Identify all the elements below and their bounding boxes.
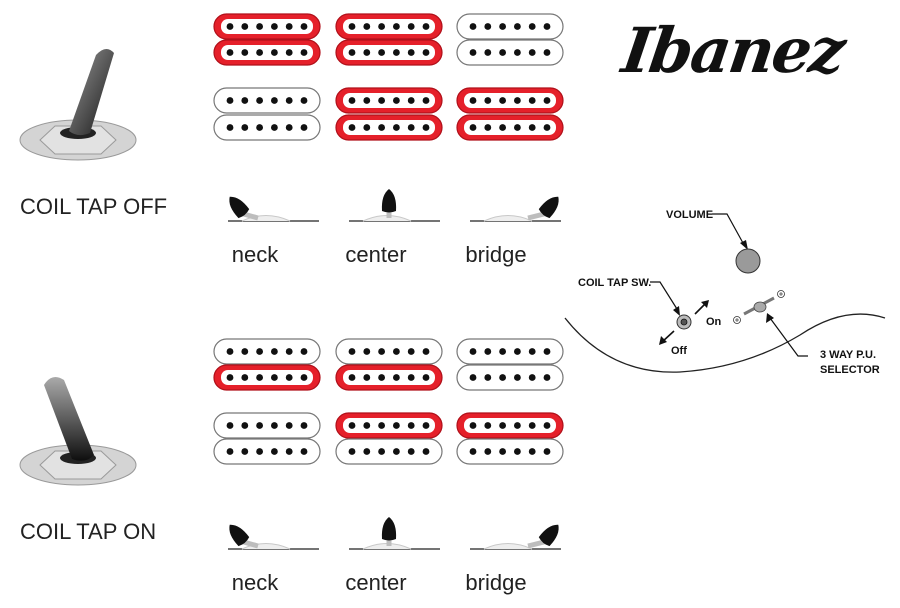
selector-label-neck: neck [232, 570, 279, 595]
pickup-coil [335, 13, 443, 40]
selector-center: center [345, 517, 440, 595]
selector-neck: neck [228, 524, 319, 595]
selector-label-neck: neck [232, 242, 279, 267]
coil-tap-sw-callout: COIL TAP SW. [578, 277, 651, 289]
state-label-off: COIL TAP OFF [20, 194, 167, 219]
pickup-coil [456, 412, 564, 439]
selector-row-on: neck center bridge [228, 517, 561, 595]
pickup-coil [456, 39, 564, 66]
pickup-selector-switch [753, 301, 767, 313]
selector-callout-line1: 3 WAY P.U. [820, 349, 876, 361]
selector-callout-line2: SELECTOR [820, 364, 880, 376]
pickup-coil [335, 338, 443, 365]
pickup-coil [213, 13, 321, 40]
pickup-coil [456, 13, 564, 40]
pickup-grid-off [213, 13, 564, 141]
selector-label-center: center [345, 242, 406, 267]
on-label: On [706, 316, 722, 328]
pickup-coil [213, 114, 321, 141]
state-label-on: COIL TAP ON [20, 519, 156, 544]
pickup-grid-on [213, 338, 564, 465]
selector-center: center [345, 189, 440, 267]
selector-bridge: bridge [465, 196, 561, 267]
pickup-coil [335, 412, 443, 439]
pickup-coil [335, 364, 443, 391]
pickup-coil [213, 438, 321, 465]
pickup-coil [213, 39, 321, 66]
pickup-coil [456, 338, 564, 365]
pickup-coil [456, 114, 564, 141]
pickup-coil [213, 87, 321, 114]
pickup-coil [335, 114, 443, 141]
toggle-switch-on [19, 376, 137, 486]
pickup-coil [213, 338, 321, 365]
off-label: Off [671, 345, 687, 357]
pickup-coil [335, 438, 443, 465]
pickup-coil [335, 87, 443, 114]
volume-knob [735, 248, 761, 274]
body-edge-line [564, 313, 886, 373]
selector-neck: neck [228, 196, 319, 267]
pickup-coil [456, 438, 564, 465]
selector-row-off: neck center bridge [228, 189, 561, 267]
pickup-coil [456, 87, 564, 114]
control-layout: VOLUME COIL TAP SW. On Off 3 WAY P.U. SE… [564, 209, 886, 376]
pickup-coil [213, 364, 321, 391]
selector-bridge: bridge [465, 524, 561, 595]
volume-callout: VOLUME [666, 209, 713, 221]
selector-label-bridge: bridge [465, 570, 526, 595]
pickup-coil [456, 364, 564, 391]
selector-label-bridge: bridge [465, 242, 526, 267]
toggle-switch-off [19, 48, 137, 161]
pickup-coil [213, 412, 321, 439]
selector-label-center: center [345, 570, 406, 595]
pickup-coil [335, 39, 443, 66]
ibanez-logo: Ibanez [616, 14, 852, 87]
